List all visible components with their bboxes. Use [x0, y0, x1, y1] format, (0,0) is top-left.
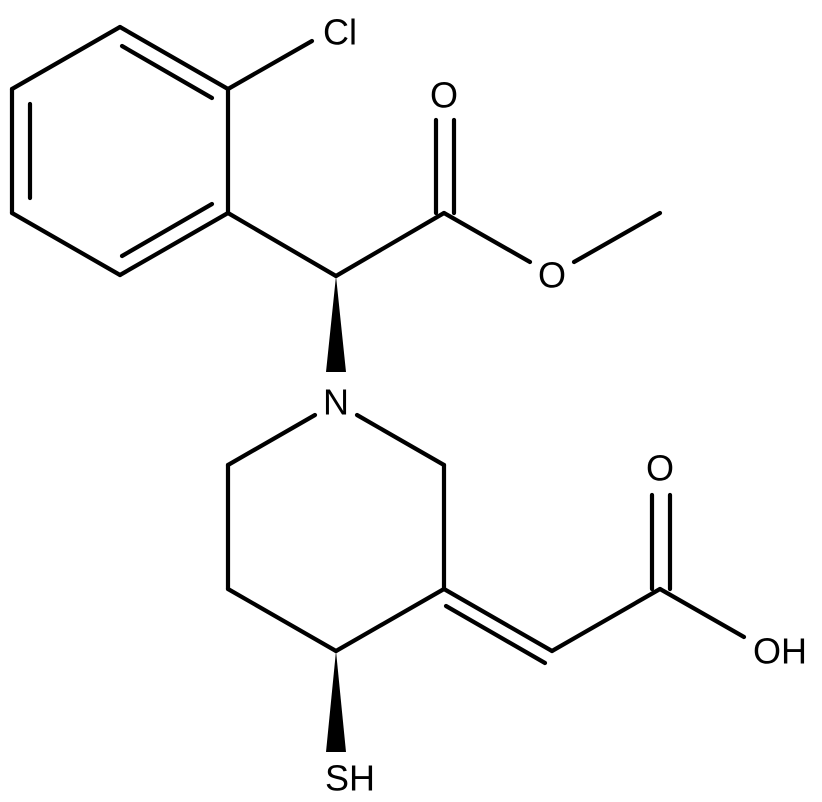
bond-exocyclic-double-b [443, 603, 548, 666]
bond-c6-n [225, 412, 318, 468]
bond-c4-c5 [225, 586, 339, 654]
bond-ring-3 [117, 210, 231, 278]
bond-exocyclic-double-a [441, 586, 555, 654]
bond-ring-1 [117, 24, 231, 92]
bond-ring-4 [9, 210, 123, 278]
bond-ring-stereocenter [225, 210, 339, 279]
chlorine-atom-label: Cl [323, 12, 357, 53]
bond-c3-c4 [333, 586, 447, 654]
bond-ring-6 [9, 24, 123, 92]
bond-n-c2 [354, 412, 447, 468]
aromatic-inner-bond-1 [119, 43, 215, 101]
acid-carbonyl-oxygen-label: O [646, 448, 674, 489]
bond-ether-oxygen-methyl [571, 210, 663, 265]
hydroxyl-label: OH [753, 631, 807, 672]
bond-ring-chlorine [225, 38, 315, 92]
ester-carbonyl-oxygen-label: O [430, 75, 458, 116]
wedge-bond-stereocenter-nitrogen [326, 276, 346, 372]
bond-ester-carbon-ether-oxygen [441, 210, 533, 265]
aromatic-inner-bond-2 [119, 201, 215, 259]
bond-acid-carbon-hydroxyl [657, 586, 747, 640]
piperidine-ring [225, 412, 447, 654]
chlorophenyl-ring [9, 24, 231, 278]
nitrogen-atom-label: N [323, 382, 349, 423]
thiol-label: SH [325, 758, 375, 799]
wedge-bond-c4-thiol [326, 651, 346, 752]
bond-stereocenter-ester-carbon [333, 210, 447, 279]
ester-ether-oxygen-label: O [538, 255, 566, 296]
bond-vinyl-acid-carbon [549, 586, 663, 654]
